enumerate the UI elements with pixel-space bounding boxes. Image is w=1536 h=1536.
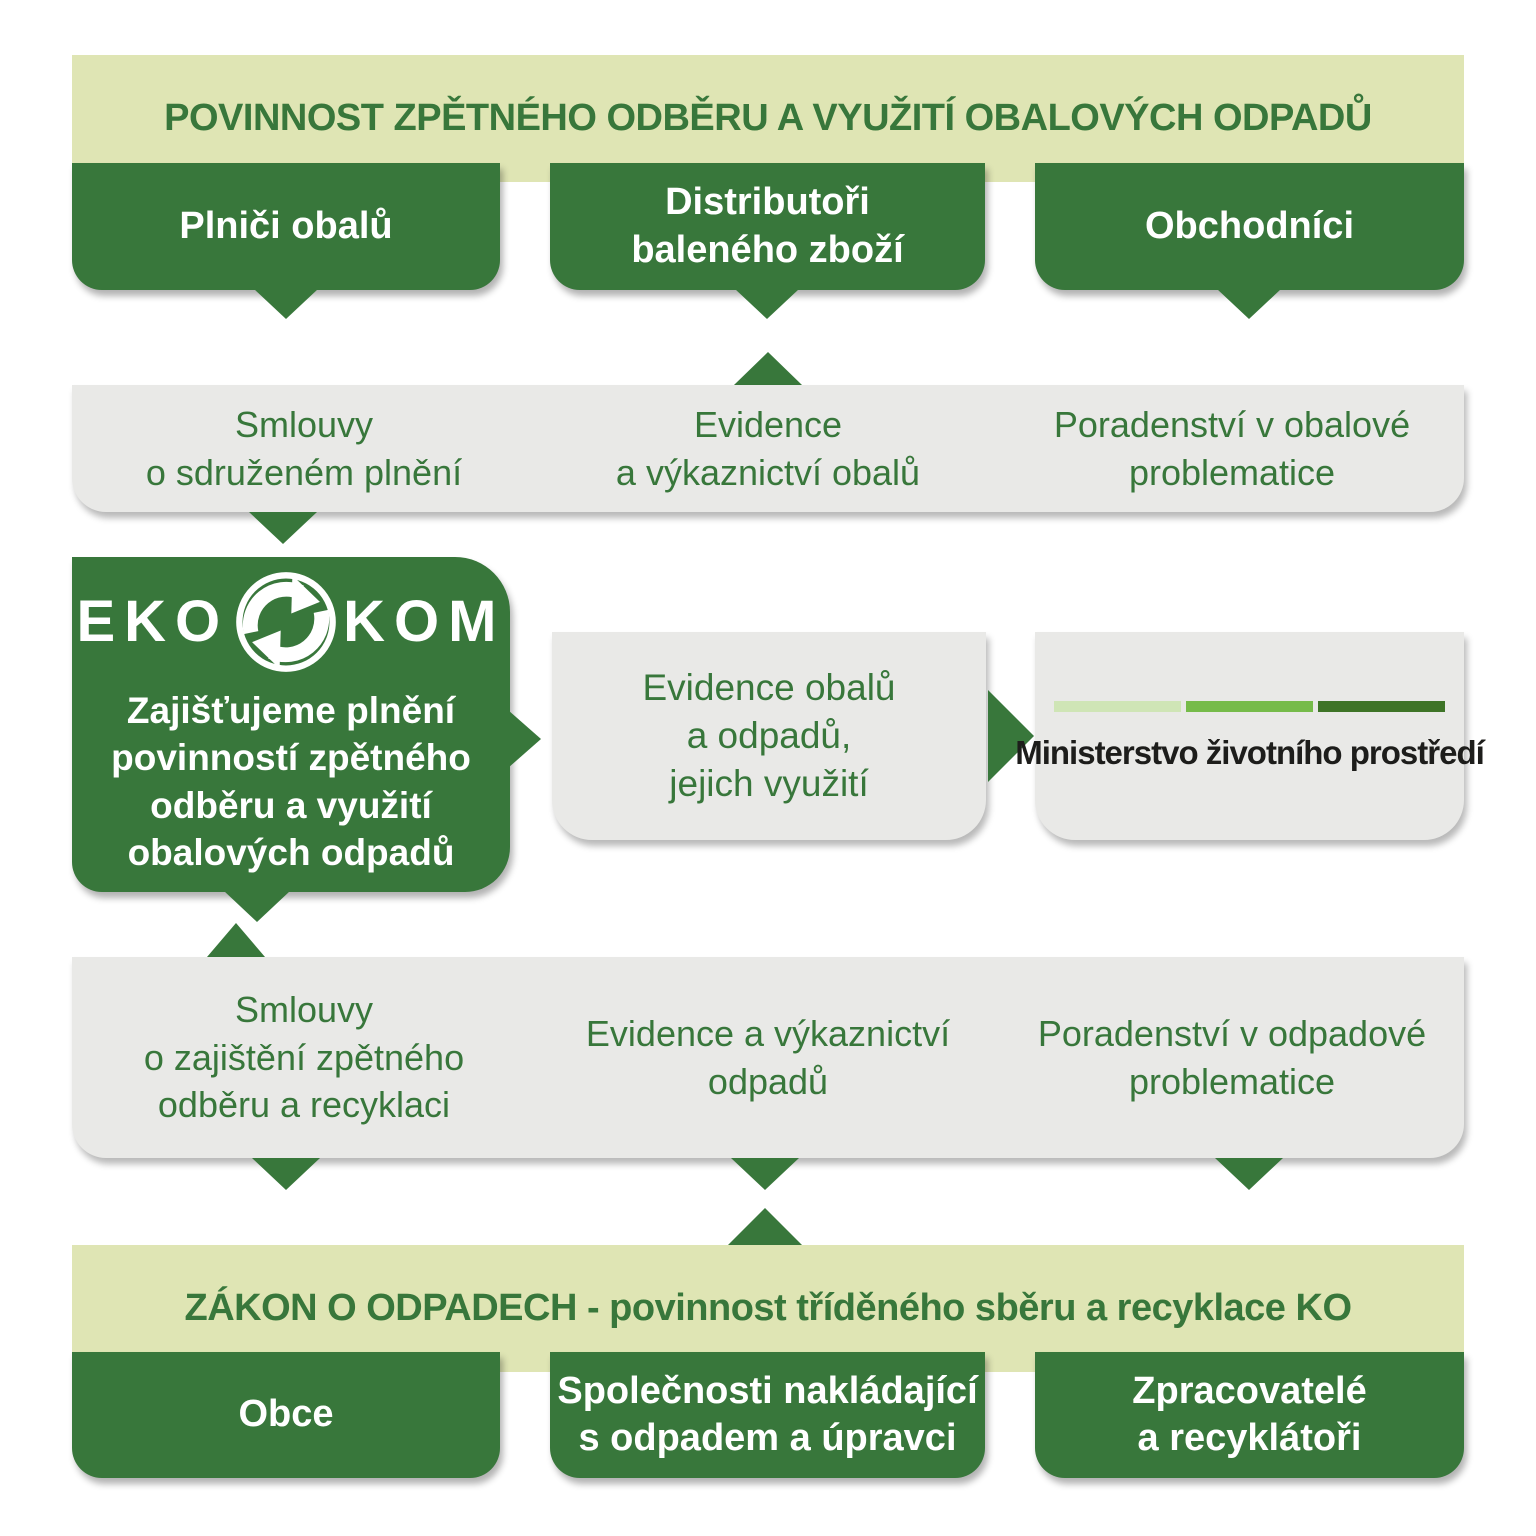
- arrow-right-icon: [508, 710, 541, 768]
- arrow-down-icon: [224, 891, 290, 922]
- ministry-stripe-medium: [1185, 700, 1314, 712]
- ekokom-box: EKO KOM Zajišťujeme plnění povinností zp…: [72, 557, 510, 892]
- ekokom-description: Zajišťujeme plnění povinností zpětného o…: [111, 689, 471, 873]
- waste-services-bar: Smlouvy o zajištění zpětného odběru a re…: [72, 957, 1464, 1158]
- ekokom-logo-right: KOM: [343, 589, 506, 655]
- box-fillers: Plniči obalů: [72, 163, 500, 290]
- arrow-down-icon: [1217, 289, 1281, 319]
- box-waste-companies: Společnosti nakládající s odpadem a úpra…: [550, 1352, 985, 1478]
- ekokom-logo: EKO KOM: [76, 569, 505, 675]
- ministry-stripe-light: [1053, 700, 1181, 712]
- service-waste-consulting: Poradenství v odpadové problematice: [1037, 1012, 1427, 1102]
- bottom-banner-title: ZÁKON O ODPADECH - povinnost tříděného s…: [184, 1287, 1352, 1329]
- box-distributors: Distributoři baleného zboží: [550, 163, 985, 290]
- box-fillers-label: Plniči obalů: [179, 204, 393, 247]
- arrow-down-icon: [731, 1158, 799, 1190]
- service-packaging-consulting: Poradenství v obalové problematice: [1053, 403, 1411, 493]
- box-traders: Obchodníci: [1035, 163, 1464, 290]
- box-distributors-label: Distributoři baleného zboží: [631, 181, 904, 271]
- evidence-box: Evidence obalů a odpadů, jejich využití: [552, 632, 986, 840]
- green-dot-icon: [236, 571, 336, 672]
- bottom-banner: ZÁKON O ODPADECH - povinnost tříděného s…: [72, 1245, 1464, 1372]
- ministry-stripe-dark: [1318, 700, 1446, 712]
- box-municipalities: Obce: [72, 1352, 500, 1478]
- ekokom-logo-left: EKO: [76, 589, 230, 655]
- service-packaging-evidence: Evidence a výkaznictví obalů: [615, 403, 921, 493]
- arrow-down-icon: [252, 1158, 320, 1190]
- service-contracts-pooled: Smlouvy o sdruženém plnění: [145, 403, 463, 493]
- service-waste-evidence: Evidence a výkaznictví odpadů: [585, 1012, 951, 1102]
- arrow-up-icon: [207, 923, 265, 957]
- box-waste-companies-label: Společnosti nakládající s odpadem a úpra…: [557, 1369, 978, 1460]
- packaging-services-bar: Smlouvy o sdruženém plnění Evidence a vý…: [72, 385, 1464, 512]
- box-traders-label: Obchodníci: [1145, 204, 1354, 247]
- evidence-box-label: Evidence obalů a odpadů, jejich využití: [642, 666, 896, 805]
- top-banner-title: POVINNOST ZPĚTNÉHO ODBĚRU A VYUŽITÍ OBAL…: [164, 97, 1372, 139]
- top-banner: POVINNOST ZPĚTNÉHO ODBĚRU A VYUŽITÍ OBAL…: [72, 55, 1464, 182]
- ministry-name: Ministerstvo životního prostředí: [1015, 733, 1485, 771]
- box-municipalities-label: Obce: [238, 1393, 334, 1436]
- arrow-down-icon: [254, 289, 318, 319]
- arrow-down-icon: [249, 512, 317, 544]
- arrow-down-icon: [735, 289, 799, 319]
- box-processors-label: Zpracovatelé a recyklátoři: [1132, 1369, 1367, 1460]
- box-processors: Zpracovatelé a recyklátoři: [1035, 1352, 1464, 1478]
- arrow-up-icon: [734, 352, 802, 385]
- service-takeback-contracts: Smlouvy o zajištění zpětného odběru a re…: [143, 989, 465, 1126]
- ministry-box: Ministerstvo životního prostředí: [1015, 632, 1485, 840]
- arrow-up-icon: [728, 1208, 802, 1245]
- ministry-logo-stripes: [1053, 700, 1446, 712]
- arrow-down-icon: [1215, 1158, 1283, 1190]
